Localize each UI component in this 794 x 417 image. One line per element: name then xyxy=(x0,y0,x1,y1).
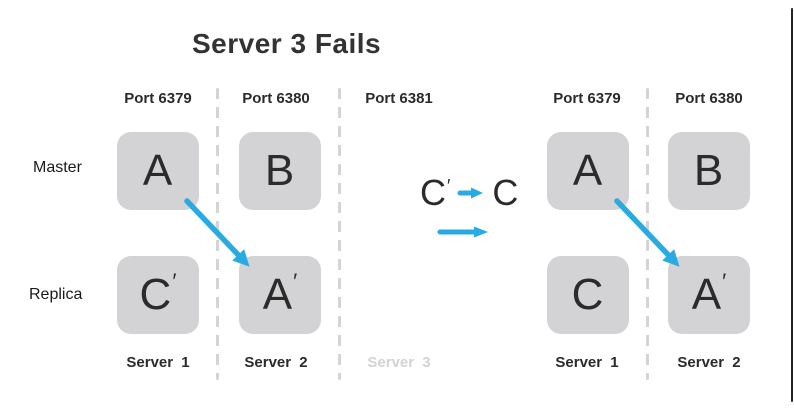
port-label-6380-after: Port 6380 xyxy=(675,90,743,107)
node-replica-a-before: A′ xyxy=(239,256,321,334)
prime-mark: ′ xyxy=(447,176,451,196)
port-label-6379-after: Port 6379 xyxy=(553,90,621,107)
port-label-6381-before: Port 6381 xyxy=(365,90,433,107)
promotion-to-label: C xyxy=(492,172,519,213)
node-replica-c-after: C xyxy=(547,256,629,334)
column-divider xyxy=(646,88,649,380)
row-label-replica: Replica xyxy=(29,286,83,303)
next-state-arrow-icon xyxy=(437,226,488,238)
promotion-arrow-icon xyxy=(457,187,484,199)
server-label-1-before: Server 1 xyxy=(126,354,190,371)
node-letter: A xyxy=(142,146,173,195)
node-replica-a-after: A′ xyxy=(668,256,750,334)
node-master-b-before: B xyxy=(239,132,321,210)
node-letter: C xyxy=(571,270,604,319)
row-label-master: Master xyxy=(33,159,82,176)
node-prime: ′ xyxy=(172,269,177,294)
node-letter: A xyxy=(691,270,722,319)
node-prime: ′ xyxy=(722,269,727,294)
node-letter: B xyxy=(693,146,724,195)
node-letter: C xyxy=(139,270,172,319)
port-label-6379-before: Port 6379 xyxy=(124,90,192,107)
node-letter: A xyxy=(262,270,293,319)
server-label-2-after: Server 2 xyxy=(677,354,741,371)
node-master-a-before: A xyxy=(117,132,199,210)
column-divider xyxy=(216,88,219,380)
server-label-3-failed: Server 3 xyxy=(367,354,431,371)
promotion-from-label: C′ xyxy=(420,172,451,213)
server-label-1-after: Server 1 xyxy=(555,354,619,371)
node-master-b-after: B xyxy=(668,132,750,210)
diagram-title: Server 3 Fails xyxy=(192,28,382,59)
port-label-6380-before: Port 6380 xyxy=(242,90,310,107)
column-divider xyxy=(338,88,341,380)
node-master-a-after: A xyxy=(547,132,629,210)
frame-edge xyxy=(791,8,793,402)
node-replica-c-before: C′ xyxy=(117,256,199,334)
node-letter: A xyxy=(572,146,603,195)
node-letter: B xyxy=(264,146,295,195)
server-label-2-before: Server 2 xyxy=(244,354,308,371)
promotion-note: C′ C xyxy=(420,172,518,214)
node-prime: ′ xyxy=(293,269,298,294)
